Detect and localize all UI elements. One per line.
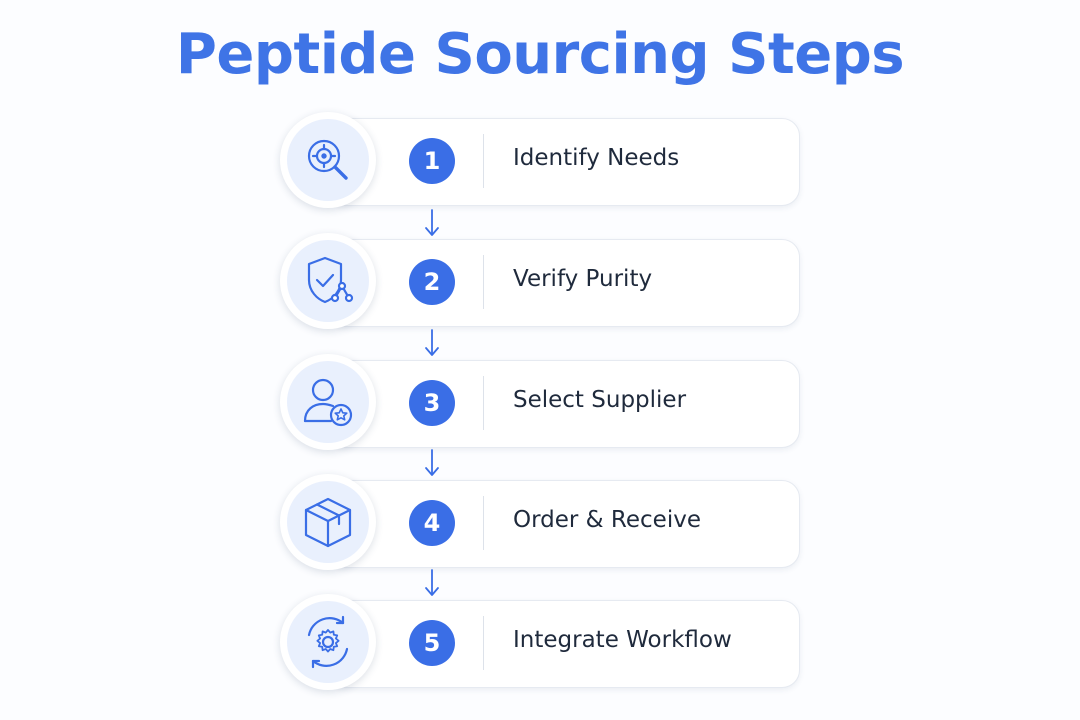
divider <box>483 496 484 550</box>
step-4: 4 Order & Receive <box>280 474 800 574</box>
step-icon-badge <box>280 474 376 570</box>
diagram-title: Peptide Sourcing Steps <box>175 22 905 87</box>
step-card <box>330 239 800 327</box>
divider <box>483 255 484 309</box>
divider <box>483 616 484 670</box>
step-label: Identify Needs <box>513 145 680 171</box>
shield-check-molecule-icon <box>307 256 354 304</box>
step-2: 2 Verify Purity <box>280 233 800 333</box>
gear-cycle-icon <box>307 615 349 669</box>
step-label: Order & Receive <box>513 507 701 533</box>
package-box-icon <box>304 497 352 548</box>
step-number: 3 <box>409 380 455 426</box>
step-number: 2 <box>409 259 455 305</box>
step-card <box>330 360 800 448</box>
magnifier-target-icon <box>307 139 348 180</box>
step-number: 1 <box>409 138 455 184</box>
step-1: 1 Identify Needs <box>280 112 800 212</box>
down-arrow-icon <box>425 209 439 236</box>
divider <box>483 376 484 430</box>
step-5: 5 Integrate Workflow <box>280 594 800 694</box>
step-number: 4 <box>409 500 455 546</box>
step-icon-badge <box>280 112 376 208</box>
divider <box>483 134 484 188</box>
person-star-icon <box>303 378 353 427</box>
step-card <box>330 118 800 206</box>
step-3: 3 Select Supplier <box>280 354 800 454</box>
step-card <box>330 480 800 568</box>
step-icon-badge <box>280 233 376 329</box>
step-label: Integrate Workflow <box>513 627 732 653</box>
step-icon-badge <box>280 594 376 690</box>
step-label: Verify Purity <box>513 266 653 292</box>
down-arrow-icon <box>425 449 439 476</box>
down-arrow-icon <box>425 329 439 356</box>
step-card <box>330 600 800 688</box>
step-label: Select Supplier <box>513 387 687 413</box>
step-number: 5 <box>409 620 455 666</box>
down-arrow-icon <box>425 569 439 596</box>
step-icon-badge <box>280 354 376 450</box>
